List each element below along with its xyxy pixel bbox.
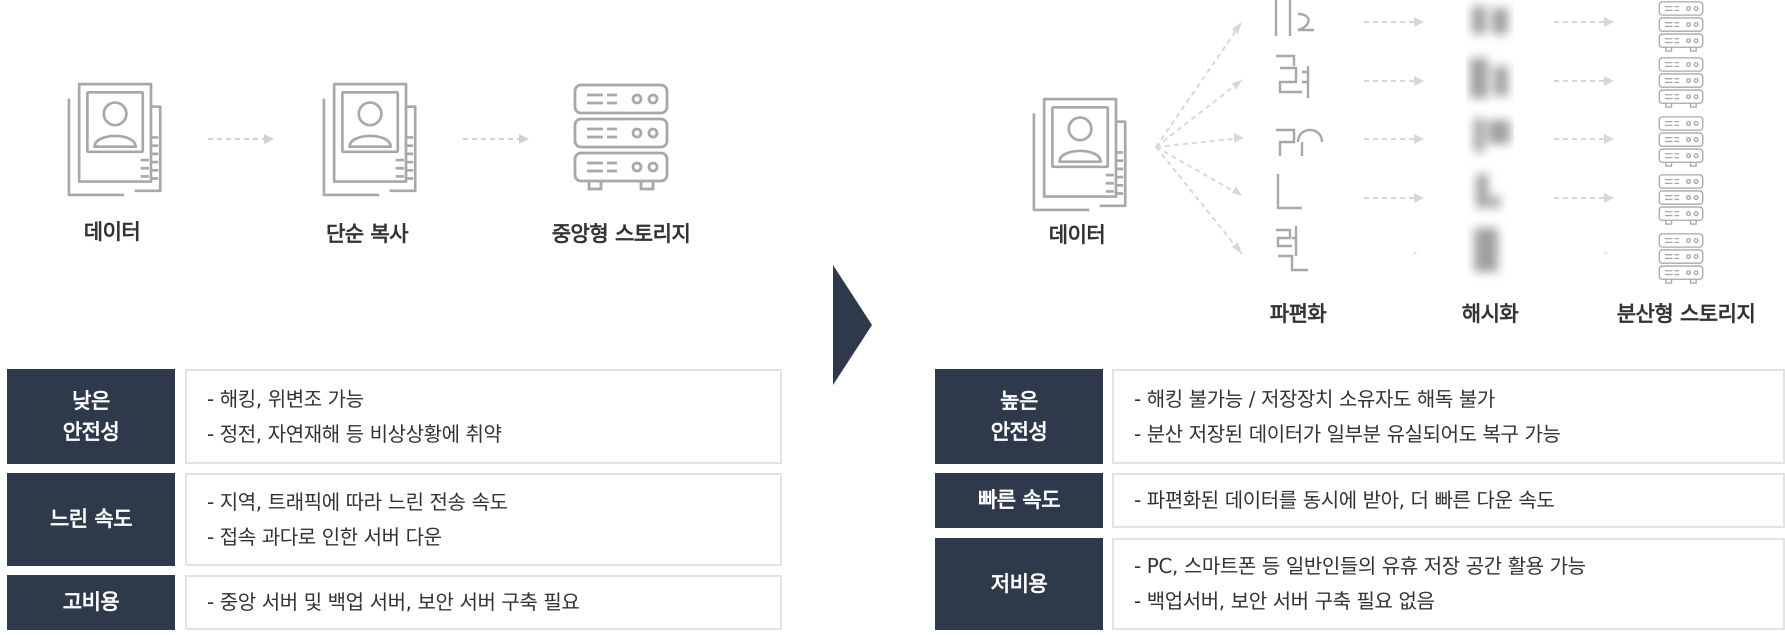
column-label-fragment: 파편화: [1269, 302, 1327, 326]
left-stage-label-copy: 단순 복사: [325, 222, 409, 246]
right-row-desc-security: - 해킹 불가능 / 저장장치 소유자도 해독 불가- 분산 저장된 데이터가 …: [1112, 369, 1785, 464]
left-row-desc-speed: - 지역, 트래픽에 따라 느린 전송 속도- 접속 과다로 인한 서버 다운: [185, 473, 782, 566]
fragment-icon: [1276, 226, 1308, 272]
server-icon: [1657, 115, 1705, 167]
server-icon: [1657, 0, 1705, 52]
column-label-distributed: 분산형 스토리지: [1616, 302, 1756, 326]
right-row-desc-cost: - PC, 스마트폰 등 일반인들의 유휴 저장 공간 활용 가능- 백업서버,…: [1112, 538, 1785, 630]
left-row-desc-cost: - 중앙 서버 및 백업 서버, 보안 서버 구축 필요: [185, 575, 782, 630]
left-row-label-cost: 고비용: [7, 575, 175, 630]
column-label-hash: 해시화: [1461, 302, 1519, 326]
document-icon: [315, 80, 419, 198]
left-row-desc-security: - 해킹, 위변조 가능- 정전, 자연재해 등 비상상황에 취약: [185, 369, 782, 464]
fan-out-arrows: [1155, 21, 1244, 255]
server-icon: [571, 81, 671, 191]
arrow-right-icon: [208, 134, 274, 144]
right-source-label: 데이터: [1048, 223, 1106, 247]
right-row-desc-speed: - 파편화된 데이터를 동시에 받아, 더 빠른 다운 속도: [1112, 473, 1785, 528]
left-stage-label-data: 데이터: [83, 220, 141, 244]
arrow-column-2: [1554, 17, 1614, 254]
left-row-label-speed: 느린 속도: [7, 473, 175, 566]
arrow-right-icon: [463, 134, 529, 144]
chevron-right-icon: [833, 265, 872, 385]
fragment-icon: [1276, 54, 1310, 98]
hash-blocks: [1470, 6, 1510, 272]
arrow-column-1: [1364, 17, 1424, 254]
server-icon: [1657, 173, 1705, 225]
left-stage-label-storage: 중앙형 스토리지: [551, 222, 691, 246]
right-row-label-cost: 저비용: [935, 538, 1103, 630]
fragment-icon: [1276, 174, 1302, 210]
fragment-icon: [1276, 128, 1324, 156]
server-icon: [1657, 56, 1705, 108]
fragment-icon: [1274, 0, 1314, 36]
document-icon: [60, 80, 164, 198]
right-row-label-speed: 빠른 속도: [935, 473, 1103, 528]
server-icon: [1657, 232, 1705, 284]
document-icon: [1025, 95, 1129, 213]
